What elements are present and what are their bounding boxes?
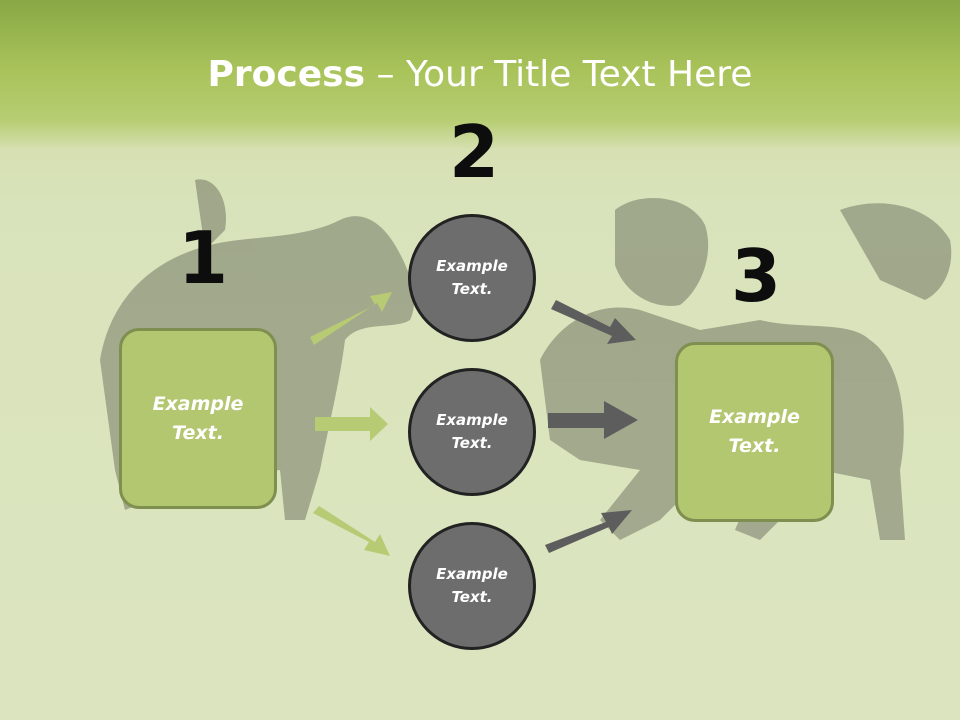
step-2-circle-middle[interactable]: Example Text. <box>408 368 536 496</box>
circle-middle-line2: Text. <box>451 434 493 452</box>
circle-middle-line1: Example <box>436 411 508 429</box>
step-3-box[interactable]: Example Text. <box>675 342 834 522</box>
step-1-box-line1: Example <box>152 392 244 415</box>
circle-top-line1: Example <box>436 257 508 275</box>
circle-bottom-line2: Text. <box>451 588 493 606</box>
arrow-from-middle <box>548 401 638 439</box>
step-1-box[interactable]: Example Text. <box>119 328 277 509</box>
step-3-box-line2: Text. <box>728 435 781 457</box>
arrow-to-middle <box>315 407 388 441</box>
circle-top-line2: Text. <box>451 280 493 298</box>
step-3-box-line1: Example <box>709 406 800 428</box>
step-number-1: 1 <box>178 216 229 300</box>
step-2-circle-bottom[interactable]: Example Text. <box>408 522 536 650</box>
arrow-to-top <box>310 292 392 345</box>
circle-bottom-line1: Example <box>436 565 508 583</box>
title-rest: – Your Title Text Here <box>365 54 753 95</box>
arrow-to-bottom <box>313 506 390 556</box>
slide-title: Process – Your Title Text Here <box>0 50 960 100</box>
step-number-2: 2 <box>449 110 500 194</box>
arrow-from-bottom <box>545 510 632 553</box>
arrow-from-top <box>551 300 636 344</box>
step-1-box-line2: Text. <box>172 421 224 444</box>
title-bold: Process <box>207 54 366 95</box>
step-number-3: 3 <box>731 234 782 318</box>
step-2-circle-top[interactable]: Example Text. <box>408 214 536 342</box>
